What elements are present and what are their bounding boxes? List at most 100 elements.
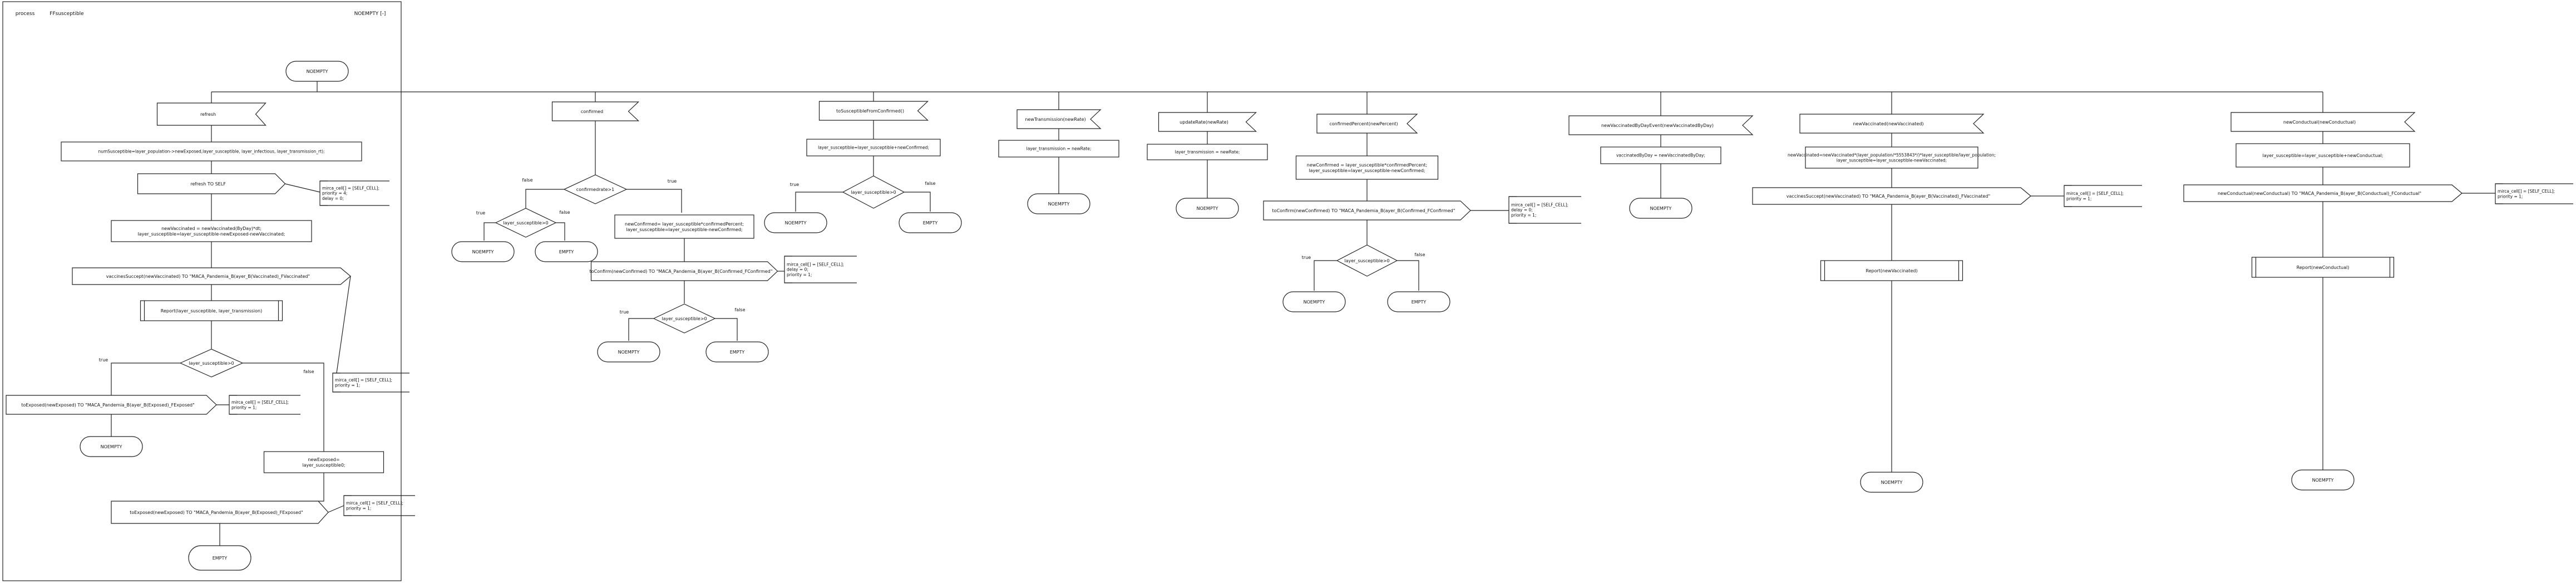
state-node <box>451 241 515 262</box>
state-node <box>1860 472 1923 493</box>
comment-text: priority = 4; <box>322 191 347 196</box>
task-box <box>111 220 312 242</box>
branch-label: false <box>559 210 570 215</box>
comment-text: delay = 0; <box>787 267 808 272</box>
branch-label: false <box>1414 252 1425 257</box>
task-label: layer_susceptible=layer_susceptible+newC… <box>2263 153 2383 158</box>
comment-text: mirca_cell[] = [SELF_CELL]; <box>322 185 379 190</box>
output-signal <box>2183 184 2463 202</box>
task-label: layer_susceptible=layer_susceptible-newE… <box>138 232 285 237</box>
connector-line <box>336 276 351 374</box>
branch-label: true <box>1302 255 1311 260</box>
comment-text: delay = 0; <box>322 196 344 201</box>
state-node <box>1629 198 1692 219</box>
state-node <box>2291 469 2355 491</box>
signal-label: toSusceptibleFromConfirmed() <box>836 109 904 114</box>
comment-text: mirca_cell[] = [SELF_CELL]; <box>346 501 403 506</box>
state-node <box>764 212 827 233</box>
input-signal <box>156 102 267 126</box>
comment-text: priority = 1; <box>2498 194 2523 199</box>
comment-text: delay = 0; <box>1511 208 1533 213</box>
procedure-box <box>2251 257 2395 278</box>
task-label: numSusceptible=layer_population->newExpo… <box>98 149 324 154</box>
decision-label: layer_susceptible>0 <box>1344 258 1389 263</box>
task-box <box>61 141 362 161</box>
state-label: NOEMPTY <box>618 350 640 355</box>
signal-label: toConfirm(newConfirmed) TO "MACA_Pandemi… <box>1272 208 1455 213</box>
state-label: EMPTY <box>923 221 938 226</box>
task-label: layer_transmission = newRate; <box>1027 146 1092 151</box>
comment-text: priority = 1; <box>231 405 256 410</box>
decision-diamond <box>842 175 905 209</box>
task-box <box>1295 155 1439 180</box>
branch-label: false <box>734 307 745 312</box>
signal-label: newConductual(newConductual) TO "MACA_Pa… <box>2218 191 2421 196</box>
state-label: EMPTY <box>213 556 228 561</box>
state-node <box>1387 291 1450 312</box>
state-label: NOEMPTY <box>785 221 807 226</box>
output-signal <box>1263 200 1471 221</box>
decision-label: layer_susceptible>0 <box>851 190 896 195</box>
comment-text: mirca_cell[] = [SELF_CELL]; <box>2066 191 2124 196</box>
comment-text: mirca_cell[] = [SELF_CELL]; <box>2498 189 2555 194</box>
procedure-label: Report(newVaccinated) <box>1866 268 1917 273</box>
task-box <box>1805 146 1978 169</box>
state-label: NOEMPTY <box>2312 478 2334 483</box>
decision-label: layer_susceptible>0 <box>503 221 548 226</box>
input-signal <box>1158 112 1257 132</box>
decision-label: layer_susceptible>0 <box>662 316 707 321</box>
comment-text: priority = 1; <box>787 272 812 277</box>
signal-label: confirmed <box>581 109 603 114</box>
task-box <box>1147 144 1268 160</box>
input-signal <box>2230 112 2416 132</box>
input-signal <box>1316 114 1418 134</box>
procedure-label: Report(newConductual) <box>2297 265 2350 270</box>
task-label: layer_susceptible=layer_susceptible-newV… <box>1837 158 1947 163</box>
decision-label: layer_susceptible>0 <box>189 361 234 366</box>
task-label: newVaccinated=newVaccinated*(layer_popul… <box>1788 153 1996 158</box>
output-signal <box>1752 187 2031 205</box>
output-signal <box>137 173 286 194</box>
decision-diamond <box>563 174 628 204</box>
decision-diamond <box>495 208 557 238</box>
task-box <box>1600 146 1721 164</box>
decision-diamond <box>179 349 244 378</box>
comment-text: mirca_cell[] = [SELF_CELL]; <box>1511 202 1568 207</box>
task-box <box>998 140 1119 158</box>
signal-label: toExposed(newExposed) TO "MACA_Pandemia_… <box>21 403 195 408</box>
signal-label: vaccinesSuccept(newVaccinated) TO "MACA_… <box>106 274 310 279</box>
signal-label: vaccinesSuccept(newVaccinated) TO "MACA_… <box>1787 194 1990 199</box>
diagram-frame <box>2 1 402 581</box>
state-node <box>1282 291 1346 312</box>
signal-label: newVaccinatedByDayEvent(newVaccinatedByD… <box>1601 123 1714 128</box>
connector-line <box>111 362 180 405</box>
comment-text: mirca_cell[] = [SELF_CELL]; <box>231 400 289 405</box>
decision-diamond <box>653 303 716 334</box>
procedure-label: Report(layer_susceptible, layer_transmis… <box>161 308 262 313</box>
decision-diamond <box>1336 244 1398 277</box>
connector-line <box>715 318 738 341</box>
task-label: newConfirmed = layer_susceptible*confirm… <box>1307 163 1427 168</box>
input-signal <box>1799 114 1985 134</box>
procedure-box <box>140 300 283 321</box>
input-signal <box>1016 109 1102 129</box>
branch-label: true <box>790 182 799 187</box>
state-label: NOEMPTY <box>472 249 494 254</box>
output-signal <box>72 267 351 285</box>
state-label: EMPTY <box>1412 300 1427 305</box>
branch-label: true <box>620 310 629 315</box>
output-signal <box>590 261 778 281</box>
comment-text: priority = 1; <box>1511 213 1536 218</box>
branch-label: true <box>99 357 108 362</box>
connector-line <box>1314 260 1337 291</box>
decision-label: confirmedrate>1 <box>576 187 614 192</box>
task-box <box>806 139 941 156</box>
task-label: newExposed= <box>308 457 339 462</box>
task-label: newConfirmed= layer_susceptible*confirme… <box>625 222 744 227</box>
branch-label: true <box>476 210 485 215</box>
branch-label: true <box>668 179 677 184</box>
signal-label: newVaccinated(newVaccinated) <box>1853 121 1923 126</box>
